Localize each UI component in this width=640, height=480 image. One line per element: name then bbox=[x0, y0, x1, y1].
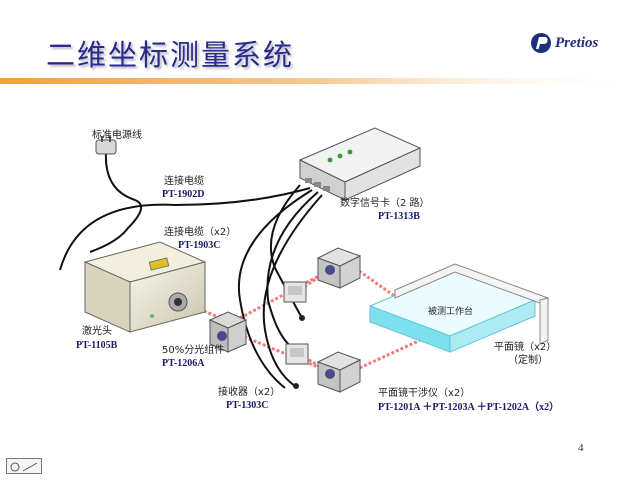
label-mirror: 平面镜（x2） bbox=[494, 342, 557, 353]
label-splitter: 50%分光组件 bbox=[162, 345, 225, 356]
page-number: 4 bbox=[578, 442, 584, 454]
splitter-icon bbox=[208, 311, 248, 353]
slide-title: 二维坐标测量系统 bbox=[46, 38, 295, 72]
label-power-cable: 标准电源线 bbox=[92, 130, 142, 141]
label-receiver: 接收器（x2） bbox=[218, 387, 281, 398]
power-cable bbox=[89, 151, 143, 253]
code-laser-head: PT-1105B bbox=[76, 340, 118, 351]
label-cable-1902d: 连接电缆 bbox=[164, 176, 204, 187]
label-cable-1903c: 连接电缆（x2） bbox=[164, 227, 237, 238]
daq-card-icon bbox=[298, 127, 422, 201]
cable-receiver-lower-a bbox=[238, 189, 313, 389]
beam-lower-to-table bbox=[354, 336, 426, 372]
receiver-upper-icon bbox=[283, 281, 307, 321]
laser-head-icon bbox=[83, 241, 207, 333]
header-accent-bar bbox=[0, 78, 640, 84]
brand-mark-icon bbox=[531, 33, 551, 53]
beam-splitter-to-interferometer-lower bbox=[234, 331, 331, 374]
label-laser-head: 激光头 bbox=[82, 326, 112, 337]
code-splitter: PT-1206A bbox=[162, 358, 205, 369]
receiver-lower-icon bbox=[285, 343, 309, 389]
label-mirror-note: （定制） bbox=[508, 355, 548, 366]
code-interferometer: PT-1201A ＋PT-1203A ＋PT-1202A（x2） bbox=[378, 402, 560, 413]
code-cable-1902d: PT-1902D bbox=[162, 189, 205, 200]
code-receiver: PT-1303C bbox=[226, 400, 269, 411]
brand-logo: Pretios bbox=[530, 30, 598, 56]
interferometer-upper-icon bbox=[316, 247, 362, 289]
cable-receiver-lower-b bbox=[262, 194, 323, 389]
cable-pt-1902d bbox=[59, 187, 311, 271]
code-daq-card: PT-1313B bbox=[378, 211, 420, 222]
slide-corner-icon bbox=[6, 458, 42, 474]
label-daq-card: 数字信号卡（2 路） bbox=[340, 198, 430, 209]
label-interferometer: 平面镜干涉仪（x2） bbox=[378, 388, 471, 399]
mirror-frame-icon bbox=[394, 263, 549, 345]
cables bbox=[59, 151, 323, 389]
brand-name: Pretios bbox=[555, 34, 599, 51]
power-plug-icon bbox=[95, 136, 117, 155]
cable-receiver-upper-b bbox=[266, 191, 319, 351]
label-work-table: 被测工作台 bbox=[428, 307, 474, 317]
beam-upper-to-table bbox=[354, 266, 401, 302]
cable-receiver-upper-a bbox=[269, 184, 303, 319]
code-cable-1903c: PT-1903C bbox=[178, 240, 221, 251]
interferometer-lower-icon bbox=[316, 351, 362, 393]
